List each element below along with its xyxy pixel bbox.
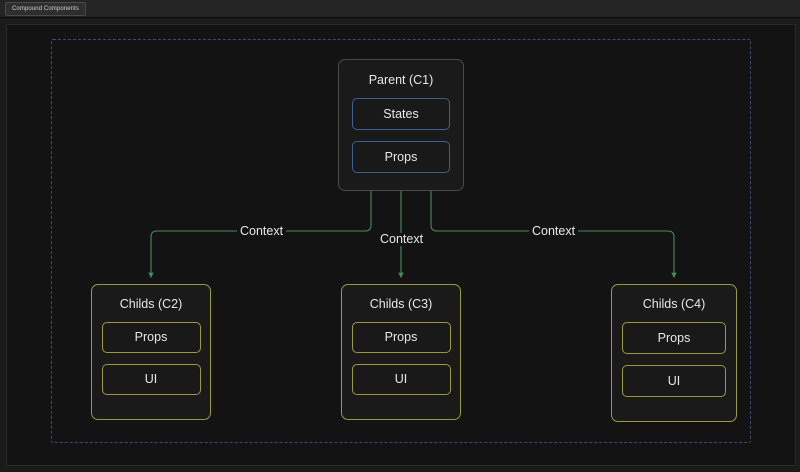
node-child-c4-slot-props[interactable]: Props xyxy=(622,321,726,354)
edge-label-context-c4: Context xyxy=(529,225,579,238)
node-child-c3-slot-ui[interactable]: UI xyxy=(351,363,451,395)
edge-label-context-c3: Context xyxy=(377,233,427,246)
node-child-c2-slot-ui[interactable]: UI xyxy=(101,363,201,395)
node-child-c3-title: Childs (C3) xyxy=(369,297,433,311)
node-parent-title: Parent (C1) xyxy=(368,73,434,87)
edge-label-context-c2: Context xyxy=(237,225,287,238)
tab-bar: Compound Components xyxy=(0,0,800,18)
node-child-c4[interactable]: Childs (C4) Props UI xyxy=(611,284,737,422)
node-parent-slot-props[interactable]: Props xyxy=(352,140,450,173)
node-child-c3[interactable]: Childs (C3) Props UI xyxy=(341,284,461,420)
node-child-c3-slot-props[interactable]: Props xyxy=(351,321,451,353)
tab-label: Compound Components xyxy=(12,5,79,12)
node-child-c4-slot-ui[interactable]: UI xyxy=(622,364,726,397)
node-parent-slot-states[interactable]: States xyxy=(352,97,450,130)
node-child-c2-title: Childs (C2) xyxy=(119,297,183,311)
tab-compound-components[interactable]: Compound Components xyxy=(5,1,86,16)
node-parent-c1[interactable]: Parent (C1) States Props xyxy=(338,59,464,191)
diagram-canvas[interactable]: Context Context Context Parent (C1) Stat… xyxy=(6,24,796,466)
compound-components-region xyxy=(51,39,751,443)
node-child-c2-slot-props[interactable]: Props xyxy=(101,321,201,353)
node-child-c2[interactable]: Childs (C2) Props UI xyxy=(91,284,211,420)
node-child-c4-title: Childs (C4) xyxy=(642,297,706,311)
